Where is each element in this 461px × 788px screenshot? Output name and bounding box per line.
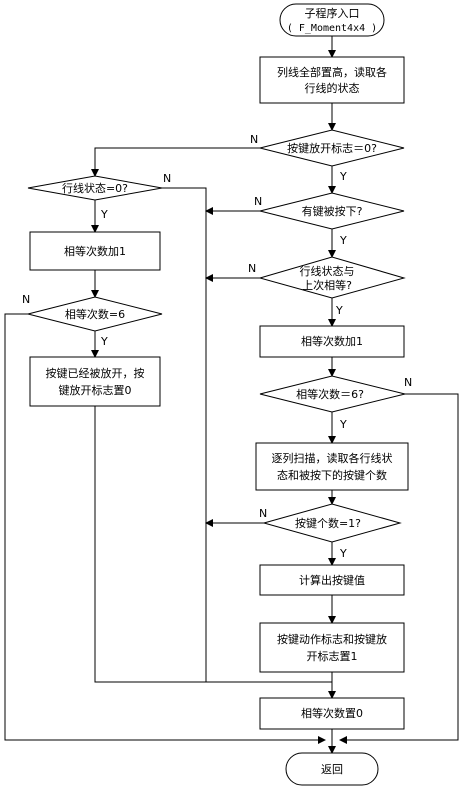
label-rowstate-no: N xyxy=(163,172,171,185)
label-keypressed-no: N xyxy=(254,195,262,208)
label-rowsame-no: N xyxy=(248,262,256,275)
reset-count-text: 相等次数置0 xyxy=(301,706,363,720)
edge-eqright-no xyxy=(339,393,459,744)
start-title: 子程序入口 xyxy=(305,6,360,20)
read-rows-line1: 列线全部置高，读取各 xyxy=(277,65,387,79)
return-terminal: 返回 xyxy=(285,752,379,786)
scan-line1: 逐列扫描，读取各行线状 xyxy=(272,451,393,465)
row-same-line1: 行线状态与 xyxy=(300,264,355,278)
label-release-yes: Y xyxy=(339,170,347,183)
row-same-line2: 上次相等? xyxy=(302,278,352,292)
process-set-flags: 按键动作标志和按键放 开标志置1 xyxy=(259,622,405,673)
process-scan: 逐列扫描，读取各行线状 态和被按下的按键个数 xyxy=(255,442,409,491)
decision-equal-left: 相等次数=6 xyxy=(27,296,163,332)
process-reset-count: 相等次数置0 xyxy=(259,697,405,730)
label-keycount-yes: Y xyxy=(339,547,347,560)
label-rowsame-yes: Y xyxy=(335,304,343,317)
process-released-set: 按键已经被放开，按 键放开标志置0 xyxy=(29,356,161,407)
decision-key-count: 按键个数=1? xyxy=(262,503,402,543)
scan-line2: 态和被按下的按键个数 xyxy=(277,468,387,482)
label-eqleft-yes: Y xyxy=(100,335,108,348)
inc-left-text: 相等次数加1 xyxy=(64,244,126,258)
label-eqright-yes: Y xyxy=(339,418,347,431)
inc-right-text: 相等次数加1 xyxy=(301,334,363,348)
process-read-rows: 列线全部置高，读取各 行线的状态 xyxy=(259,56,405,104)
label-eqright-no: N xyxy=(404,376,412,389)
read-rows-line2: 行线的状态 xyxy=(305,81,360,95)
label-release-no: N xyxy=(250,133,258,146)
edge-rowstate-no xyxy=(162,187,207,682)
decision-release-flag: 按键放开标志＝0? xyxy=(259,129,405,167)
released-line2: 键放开标志置0 xyxy=(59,383,132,397)
set-flags-line2: 开标志置1 xyxy=(307,649,358,663)
process-calc-key: 计算出按键值 xyxy=(259,564,405,596)
label-eqleft-no: N xyxy=(22,293,30,306)
key-count-text: 按键个数=1? xyxy=(295,516,361,530)
label-keycount-no: N xyxy=(259,507,267,520)
decision-key-pressed: 有键被按下? xyxy=(259,192,405,230)
label-rowstate-yes: Y xyxy=(100,208,108,221)
start-terminal: 子程序入口 ( F_Moment4x4 ) xyxy=(279,3,385,37)
decision-equal-right: 相等次数＝6? xyxy=(259,375,406,413)
release-flag-text: 按键放开标志＝0? xyxy=(287,141,377,155)
equal-left-text: 相等次数=6 xyxy=(65,307,125,321)
calc-key-text: 计算出按键值 xyxy=(299,573,365,587)
key-pressed-text: 有键被按下? xyxy=(302,204,363,218)
decision-row-same: 行线状态与 上次相等? xyxy=(258,256,406,299)
return-text: 返回 xyxy=(321,763,343,776)
row-state-text: 行线状态=0? xyxy=(62,181,128,195)
released-line1: 按键已经被放开，按 xyxy=(46,366,145,380)
process-inc-right: 相等次数加1 xyxy=(259,325,405,358)
edge-eqleft-no xyxy=(4,313,326,744)
equal-right-text: 相等次数＝6? xyxy=(296,387,364,401)
set-flags-line1: 按键动作标志和按键放 xyxy=(277,632,387,646)
label-keypressed-yes: Y xyxy=(339,234,347,247)
process-inc-left: 相等次数加1 xyxy=(29,231,161,271)
edge-release-no xyxy=(91,147,260,177)
start-subtitle: ( F_Moment4x4 ) xyxy=(287,23,377,34)
connectors xyxy=(4,36,459,754)
decision-row-state: 行线状态=0? xyxy=(27,175,163,201)
